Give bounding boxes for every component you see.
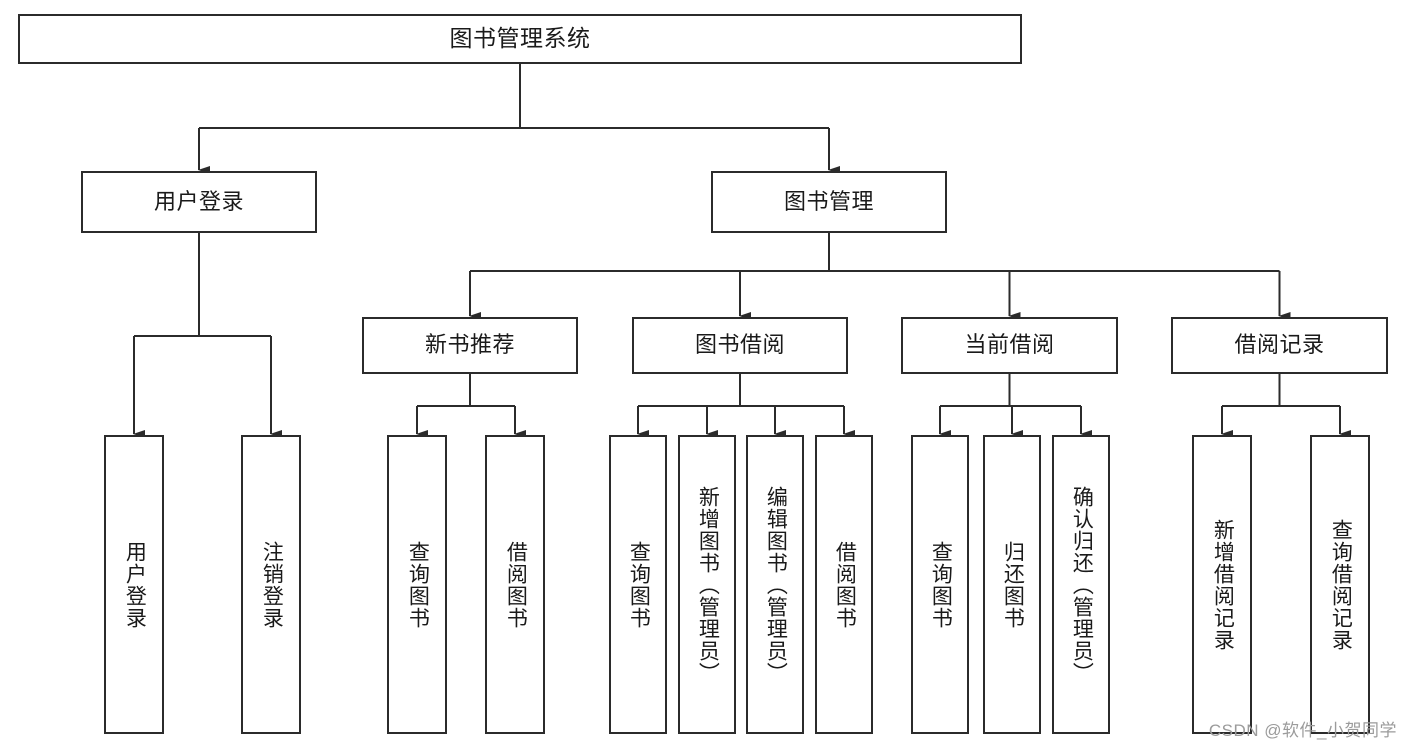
node-leaf-confirm-return[interactable]: 确认归还（管理员）	[1052, 435, 1110, 734]
node-label: 用户登录	[153, 188, 244, 214]
node-book-borrow[interactable]: 图书借阅	[632, 317, 848, 374]
node-root[interactable]: 图书管理系统	[18, 14, 1022, 64]
node-label: 图书借阅	[694, 332, 785, 358]
node-leaf-borrow-book-rec[interactable]: 借阅图书	[485, 435, 545, 734]
node-label: 借阅图书	[833, 540, 857, 629]
node-label: 新书推荐	[424, 332, 515, 358]
node-label: 图书管理	[783, 188, 874, 214]
node-leaf-add-record[interactable]: 新增借阅记录	[1192, 435, 1252, 734]
node-leaf-user-login[interactable]: 用户登录	[104, 435, 164, 734]
node-label: 当前借阅	[964, 332, 1055, 358]
node-label: 新增图书（管理员）	[696, 485, 720, 684]
node-leaf-add-book[interactable]: 新增图书（管理员）	[678, 435, 736, 734]
node-label: 确认归还（管理员）	[1070, 485, 1094, 684]
node-leaf-edit-book[interactable]: 编辑图书（管理员）	[746, 435, 804, 734]
node-label: 图书管理系统	[449, 25, 591, 52]
node-new-book-rec[interactable]: 新书推荐	[362, 317, 578, 374]
node-label: 借阅记录	[1234, 332, 1325, 358]
node-book-manage[interactable]: 图书管理	[711, 171, 947, 233]
node-user-login[interactable]: 用户登录	[81, 171, 317, 233]
node-current-borrow[interactable]: 当前借阅	[901, 317, 1118, 374]
node-borrow-record[interactable]: 借阅记录	[1171, 317, 1388, 374]
node-label: 查询图书	[627, 540, 651, 629]
node-label: 查询图书	[929, 540, 953, 629]
node-label: 查询图书	[406, 540, 430, 629]
node-leaf-logout[interactable]: 注销登录	[241, 435, 301, 734]
node-label: 借阅图书	[504, 540, 528, 629]
node-label: 用户登录	[123, 540, 147, 629]
node-leaf-query-record[interactable]: 查询借阅记录	[1310, 435, 1370, 734]
node-leaf-query-book-rec[interactable]: 查询图书	[387, 435, 447, 734]
node-label: 查询借阅记录	[1329, 518, 1353, 651]
node-label: 新增借阅记录	[1211, 518, 1235, 651]
node-label: 编辑图书（管理员）	[764, 485, 788, 684]
node-leaf-borrow-book[interactable]: 借阅图书	[815, 435, 873, 734]
node-label: 归还图书	[1001, 540, 1025, 629]
node-label: 注销登录	[260, 540, 284, 629]
node-leaf-query-book-cur[interactable]: 查询图书	[911, 435, 969, 734]
node-leaf-query-book-borrow[interactable]: 查询图书	[609, 435, 667, 734]
node-leaf-return-book[interactable]: 归还图书	[983, 435, 1041, 734]
connector-group	[133, 64, 1351, 439]
